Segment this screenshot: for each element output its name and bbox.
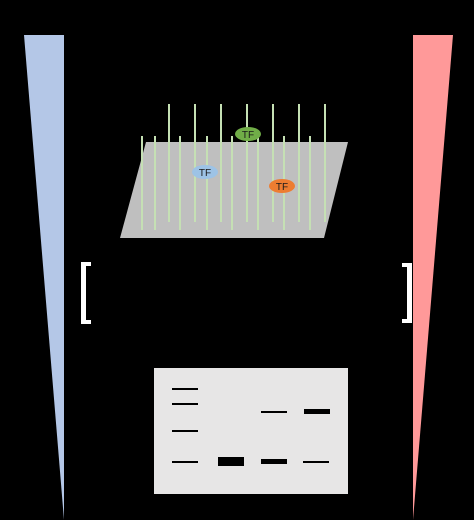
- left-bracket-marker: [81, 262, 92, 324]
- tf-green-label: TF: [242, 130, 254, 141]
- gel-band: [172, 403, 198, 405]
- membrane-plane: [120, 142, 348, 238]
- gel-panel: [154, 368, 348, 494]
- gel-band: [172, 430, 198, 432]
- gel-band: [261, 459, 287, 464]
- tf-blue-shape: [192, 165, 218, 179]
- fiber-lines: [141, 104, 326, 230]
- left-gradient-wedge: [24, 35, 64, 520]
- right-gradient-wedge: [413, 35, 453, 520]
- gel-band: [172, 461, 198, 463]
- tf-blue-label: TF: [199, 168, 211, 179]
- gel-band: [261, 411, 287, 413]
- gel-lane-2: [218, 457, 244, 466]
- tf-orange-shape: [269, 179, 295, 193]
- tf-orange: TF: [269, 179, 295, 193]
- gel-lane-1: [172, 388, 198, 463]
- tf-blue: TF: [192, 165, 218, 179]
- tf-green: TF: [235, 127, 261, 141]
- gel-lane-4: [303, 409, 330, 463]
- gel-band: [172, 388, 198, 390]
- gel-lane-3: [261, 411, 287, 464]
- tf-green-shape: [235, 127, 261, 141]
- gel-band: [218, 457, 244, 466]
- right-bracket-marker: [401, 263, 412, 323]
- tf-orange-label: TF: [276, 182, 288, 193]
- membrane-array: [120, 104, 348, 238]
- gel-band: [304, 409, 330, 414]
- gel-band: [303, 461, 329, 463]
